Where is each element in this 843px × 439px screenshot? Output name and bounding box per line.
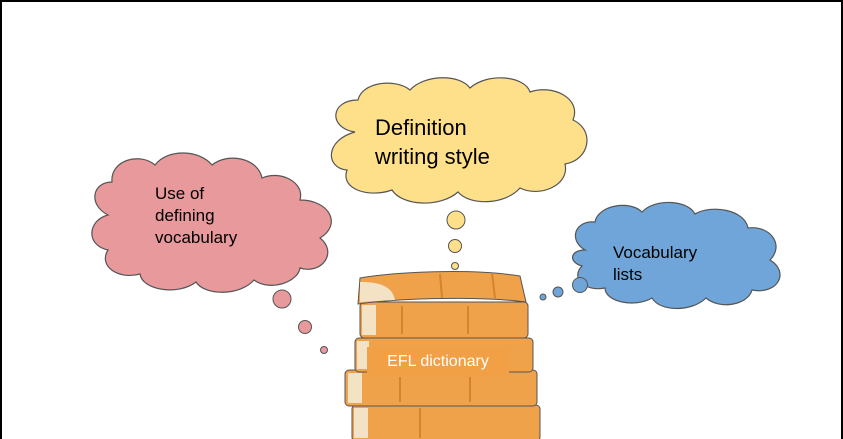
thought-bubble bbox=[320, 346, 328, 354]
thought-bubble bbox=[572, 277, 588, 293]
cloud-text-line: defining bbox=[155, 206, 215, 225]
cloud-text-line: vocabulary bbox=[155, 228, 238, 247]
thought-bubble bbox=[539, 293, 547, 301]
cloud-text-line: writing style bbox=[375, 144, 490, 169]
cloud-text-line: Vocabulary bbox=[613, 243, 698, 262]
thought-bubble bbox=[552, 286, 564, 298]
thought-bubble bbox=[272, 289, 292, 309]
cloud-text-line: Use of bbox=[155, 184, 205, 203]
cloud-vocabulary-lists bbox=[572, 201, 781, 309]
thought-bubble bbox=[446, 210, 466, 230]
cloud-writing-style-text: Definition writing style bbox=[375, 113, 490, 171]
cloud-defining-vocabulary-text: Use of defining vocabulary bbox=[155, 183, 237, 249]
thought-bubble bbox=[451, 262, 459, 270]
cloud-text-line: lists bbox=[613, 265, 643, 284]
cloud-vocabulary-lists-text: Vocabulary lists bbox=[613, 242, 697, 286]
cloud-text-line: Definition bbox=[375, 115, 467, 140]
efl-dictionary-label: EFL dictionary bbox=[367, 347, 509, 377]
thought-bubble bbox=[448, 239, 462, 253]
thought-bubble bbox=[298, 320, 312, 334]
cloud-defining-vocabulary bbox=[91, 152, 332, 293]
cloud-writing-style bbox=[330, 77, 588, 204]
